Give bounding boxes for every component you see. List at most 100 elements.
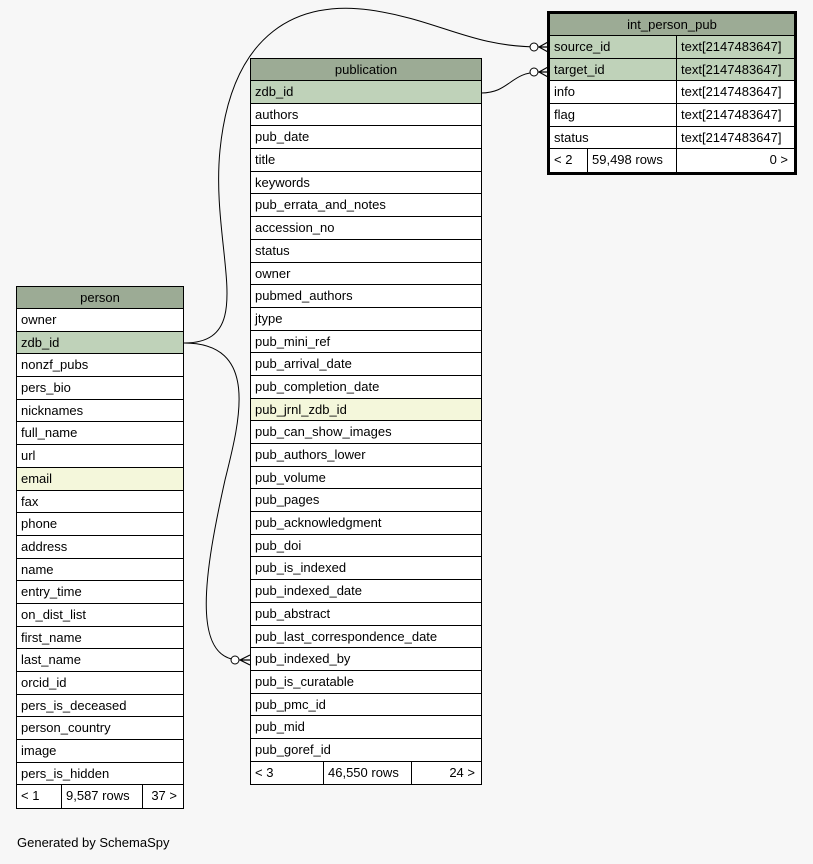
- column-row-address[interactable]: address: [17, 535, 183, 559]
- column-row-first-name[interactable]: first_name: [17, 626, 183, 650]
- parents-count[interactable]: < 2: [554, 152, 573, 168]
- column-row-pub-mid[interactable]: pub_mid: [251, 716, 481, 739]
- column-name: pub_indexed_date: [255, 583, 362, 599]
- column-row-pub-completion-date[interactable]: pub_completion_date: [251, 375, 481, 399]
- column-row-pub-date[interactable]: pub_date: [251, 126, 481, 150]
- column-name: on_dist_list: [21, 606, 87, 622]
- table-title[interactable]: publication: [251, 59, 481, 81]
- column-row-authors[interactable]: authors: [251, 103, 481, 127]
- column-row-nonzf-pubs[interactable]: nonzf_pubs: [17, 354, 183, 378]
- column-row-orcid-id[interactable]: orcid_id: [17, 672, 183, 695]
- table-footer: < 3 46,550 rows 24 >: [251, 761, 481, 785]
- column-row-url[interactable]: url: [17, 445, 183, 468]
- column-name: target_id: [554, 61, 605, 77]
- column-name: owner: [255, 265, 291, 281]
- column-row-full-name[interactable]: full_name: [17, 422, 183, 446]
- column-name: pub_is_curatable: [255, 673, 355, 689]
- table-title[interactable]: int_person_pub: [550, 14, 794, 36]
- column-name: phone: [21, 516, 58, 532]
- column-row-pub-last-correspondence-date[interactable]: pub_last_correspondence_date: [251, 625, 481, 649]
- column-row-pubmed-authors[interactable]: pubmed_authors: [251, 285, 481, 308]
- column-row-pub-indexed-date[interactable]: pub_indexed_date: [251, 580, 481, 603]
- column-type: text[2147483647]: [676, 36, 794, 58]
- column-row-pub-is-indexed[interactable]: pub_is_indexed: [251, 557, 481, 581]
- column-row-pub-errata-and-notes[interactable]: pub_errata_and_notes: [251, 194, 481, 218]
- column-row-fax[interactable]: fax: [17, 490, 183, 514]
- column-row-zdb-id[interactable]: zdb_id: [17, 331, 183, 355]
- column-row-name[interactable]: name: [17, 558, 183, 582]
- column-row-pub-mini-ref[interactable]: pub_mini_ref: [251, 330, 481, 354]
- column-row-email[interactable]: email: [17, 467, 183, 491]
- column-row-title[interactable]: title: [251, 149, 481, 172]
- column-row-owner[interactable]: owner: [251, 262, 481, 286]
- column-name: status: [554, 129, 589, 145]
- column-name: pers_is_hidden: [21, 765, 110, 781]
- column-name: zdb_id: [255, 84, 294, 99]
- column-row-jtype[interactable]: jtype: [251, 307, 481, 331]
- column-name: pub_is_indexed: [255, 560, 347, 576]
- column-row-accession-no[interactable]: accession_no: [251, 217, 481, 240]
- column-row-pub-doi[interactable]: pub_doi: [251, 534, 481, 558]
- column-name: entry_time: [21, 584, 82, 600]
- column-row-status[interactable]: status text[2147483647]: [550, 126, 794, 150]
- column-name: keywords: [255, 174, 310, 190]
- column-name: pubmed_authors: [255, 288, 353, 304]
- parents-count[interactable]: < 1: [21, 788, 40, 804]
- column-type: text[2147483647]: [676, 126, 794, 149]
- children-count[interactable]: 37 >: [142, 785, 183, 809]
- column-row-nicknames[interactable]: nicknames: [17, 399, 183, 423]
- column-row-entry-time[interactable]: entry_time: [17, 581, 183, 604]
- column-row-on-dist-list[interactable]: on_dist_list: [17, 603, 183, 627]
- column-row-image[interactable]: image: [17, 740, 183, 763]
- column-row-pub-arrival-date[interactable]: pub_arrival_date: [251, 353, 481, 376]
- column-row-pub-pmc-id[interactable]: pub_pmc_id: [251, 693, 481, 717]
- column-name: pub_indexed_by: [255, 651, 351, 667]
- column-name: image: [21, 743, 57, 759]
- column-name: pub_acknowledgment: [255, 515, 382, 531]
- column-row-pers-bio[interactable]: pers_bio: [17, 377, 183, 400]
- column-row-pub-volume[interactable]: pub_volume: [251, 466, 481, 490]
- column-name: owner: [21, 312, 57, 327]
- column-row-pub-is-curatable[interactable]: pub_is_curatable: [251, 670, 481, 694]
- column-row-pers-is-deceased[interactable]: pers_is_deceased: [17, 694, 183, 718]
- column-name: pub_errata_and_notes: [255, 197, 386, 213]
- column-row-pub-can-show-images[interactable]: pub_can_show_images: [251, 421, 481, 444]
- column-row-owner[interactable]: owner: [17, 309, 183, 332]
- children-count[interactable]: 0 >: [676, 149, 794, 173]
- row-count: 9,587 rows: [61, 785, 142, 809]
- column-row-pub-abstract[interactable]: pub_abstract: [251, 602, 481, 626]
- column-row-pub-pages[interactable]: pub_pages: [251, 489, 481, 513]
- column-row-pub-goref-id[interactable]: pub_goref_id: [251, 738, 481, 762]
- column-row-pub-authors-lower[interactable]: pub_authors_lower: [251, 444, 481, 467]
- column-name: pub_doi: [255, 537, 302, 553]
- table-title[interactable]: person: [17, 287, 183, 309]
- children-count[interactable]: 24 >: [411, 761, 481, 785]
- column-name: pub_volume: [255, 469, 326, 485]
- column-row-person-country[interactable]: person_country: [17, 717, 183, 741]
- column-row-pub-acknowledgment[interactable]: pub_acknowledgment: [251, 512, 481, 535]
- column-name: last_name: [21, 652, 81, 668]
- parents-count[interactable]: < 3: [255, 764, 274, 780]
- column-row-last-name[interactable]: last_name: [17, 649, 183, 672]
- column-row-pers-is-hidden[interactable]: pers_is_hidden: [17, 762, 183, 786]
- column-name: pub_can_show_images: [255, 424, 392, 440]
- column-name: url: [21, 448, 36, 464]
- column-row-pub-indexed-by[interactable]: pub_indexed_by: [251, 648, 481, 671]
- column-row-zdb-id[interactable]: zdb_id: [251, 81, 481, 104]
- column-row-keywords[interactable]: keywords: [251, 171, 481, 195]
- column-name: nicknames: [21, 402, 84, 418]
- column-row-pub-jrnl-zdb-id[interactable]: pub_jrnl_zdb_id: [251, 398, 481, 422]
- column-row-status[interactable]: status: [251, 239, 481, 263]
- column-name: fax: [21, 493, 39, 509]
- column-name: email: [21, 470, 53, 486]
- column-row-phone[interactable]: phone: [17, 513, 183, 536]
- relationship-person-int-person-pub: [183, 7, 541, 344]
